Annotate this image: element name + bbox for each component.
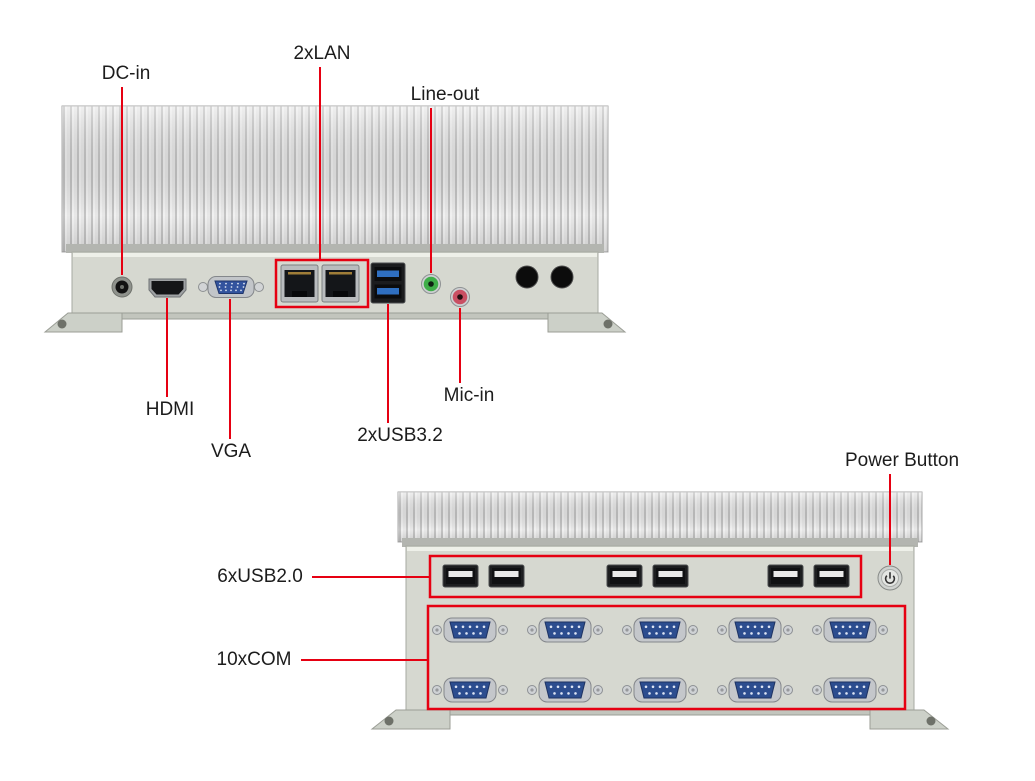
usb2-port-4 xyxy=(652,564,689,588)
bottom-device xyxy=(370,491,950,730)
bottom-mount-bracket-right xyxy=(869,709,950,730)
top-base-strip xyxy=(71,312,599,320)
mount-bracket-right xyxy=(547,312,627,333)
top-panel-highlight xyxy=(73,253,597,257)
label-lan: 2xLAN xyxy=(293,43,351,64)
lan-port-2 xyxy=(321,264,360,303)
bottom-panel-highlight xyxy=(407,547,913,551)
label-usb20: 6xUSB2.0 xyxy=(217,566,303,587)
dc-in-port xyxy=(111,276,133,298)
mic-in-jack xyxy=(450,287,470,307)
bottom-heatsink-shade xyxy=(398,492,922,542)
bottom-panel-edge xyxy=(402,538,918,547)
bracket-screw-hole-right xyxy=(603,319,613,329)
antenna-hole-1 xyxy=(515,265,539,289)
usb2-port-6 xyxy=(813,564,850,588)
mount-bracket-left xyxy=(43,312,123,333)
com-highlight-box xyxy=(426,604,907,711)
bottom-bracket-screw-hole-left xyxy=(384,716,394,726)
label-dc-in: DC-in xyxy=(101,63,151,84)
line-out-jack xyxy=(421,274,441,294)
usb3-ports xyxy=(370,262,406,304)
lan-highlight-box xyxy=(274,258,370,309)
antenna-hole-2 xyxy=(550,265,574,289)
usb2-port-1 xyxy=(442,564,479,588)
vga-port xyxy=(198,276,264,298)
label-vga: VGA xyxy=(210,441,252,462)
label-com: 10xCOM xyxy=(216,649,292,670)
label-hdmi: HDMI xyxy=(145,399,195,420)
hdmi-port xyxy=(148,278,187,298)
label-power-button: Power Button xyxy=(844,450,960,471)
top-device xyxy=(43,105,627,333)
usb2-port-5 xyxy=(767,564,804,588)
bottom-base-strip xyxy=(405,709,915,716)
vga-pins xyxy=(218,282,245,292)
label-mic-in: Mic-in xyxy=(443,385,495,406)
lan-port-1 xyxy=(280,264,319,303)
top-heatsink-shade xyxy=(62,106,608,252)
top-panel-edge xyxy=(66,244,604,253)
label-line-out: Line-out xyxy=(410,84,480,105)
bottom-mount-bracket-left xyxy=(370,709,451,730)
usb2-port-2 xyxy=(488,564,525,588)
bottom-bracket-screw-hole-right xyxy=(926,716,936,726)
label-usb32: 2xUSB3.2 xyxy=(357,425,443,446)
usb2-port-3 xyxy=(606,564,643,588)
power-icon xyxy=(884,572,896,584)
bracket-screw-hole-left xyxy=(57,319,67,329)
power-button xyxy=(877,565,903,591)
